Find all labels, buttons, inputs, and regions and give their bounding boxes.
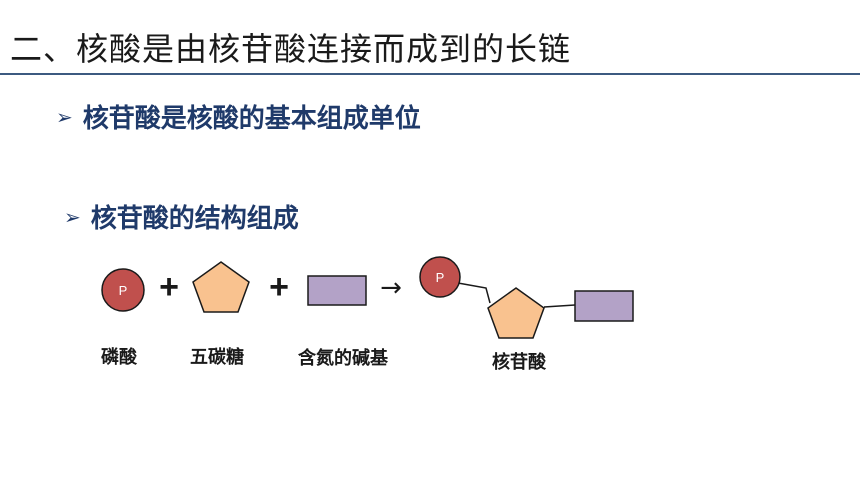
bullet-arrow-icon: ➢ bbox=[56, 104, 73, 129]
nucleotide-pentose-pentagon bbox=[487, 287, 545, 339]
bullet-arrow-icon: ➢ bbox=[64, 204, 81, 229]
bullet-basic-unit: ➢ 核苷酸是核酸的基本组成单位 bbox=[56, 98, 421, 135]
bullet-text: 核苷酸是核酸的基本组成单位 bbox=[82, 104, 421, 134]
bullet-structure: ➢ 核苷酸的结构组成 bbox=[64, 198, 299, 235]
nucleotide-phosphate-circle bbox=[419, 256, 461, 298]
pentose-pentagon bbox=[192, 261, 250, 313]
phosphate-circle bbox=[101, 268, 145, 312]
nucleotide-base-rectangle bbox=[574, 290, 634, 322]
page-title: 二、核酸是由核苷酸连接而成到的长链 bbox=[10, 30, 572, 68]
phosphate-symbol: P bbox=[436, 270, 445, 285]
label-pentose: 五碳糖 bbox=[190, 347, 244, 368]
plus-sign: + bbox=[159, 268, 179, 306]
plus-sign: + bbox=[269, 268, 289, 306]
base-rectangle bbox=[307, 275, 367, 306]
label-base: 含氮的碱基 bbox=[298, 348, 388, 369]
reaction-arrow-icon: → bbox=[380, 273, 402, 303]
title-divider bbox=[0, 73, 860, 75]
label-phosphate: 磷酸 bbox=[101, 347, 137, 368]
label-nucleotide: 核苷酸 bbox=[492, 352, 546, 373]
sugar-base-bond bbox=[543, 304, 576, 308]
bullet-text: 核苷酸的结构组成 bbox=[90, 204, 299, 234]
phosphate-symbol: P bbox=[119, 283, 128, 298]
phosphate-sugar-bond bbox=[457, 282, 491, 304]
